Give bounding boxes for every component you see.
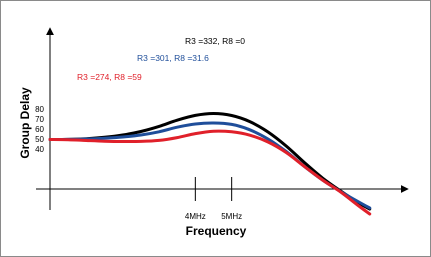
y-tick-label: 50 (35, 135, 44, 144)
x-tick-label: 5MHz (221, 212, 242, 221)
y-axis-title: Group Delay (18, 87, 32, 159)
series-label-3: R3 =274, R8 =59 (77, 72, 142, 82)
x-tick-label: 4MHz (185, 212, 206, 221)
series-label-2: R3 =301, R8 =31.6 (137, 53, 209, 63)
series-line-3 (48, 129, 372, 216)
series-line-1 (48, 111, 372, 211)
y-tick-label: 40 (35, 145, 44, 154)
series-label-1: R3 =332, R8 =0 (185, 36, 245, 46)
y-tick-label: 60 (35, 125, 44, 134)
y-tick-label: 80 (35, 105, 44, 114)
series-line-2 (48, 121, 372, 210)
y-tick-label: 70 (35, 115, 44, 124)
x-axis-title: Frequency (186, 224, 247, 238)
